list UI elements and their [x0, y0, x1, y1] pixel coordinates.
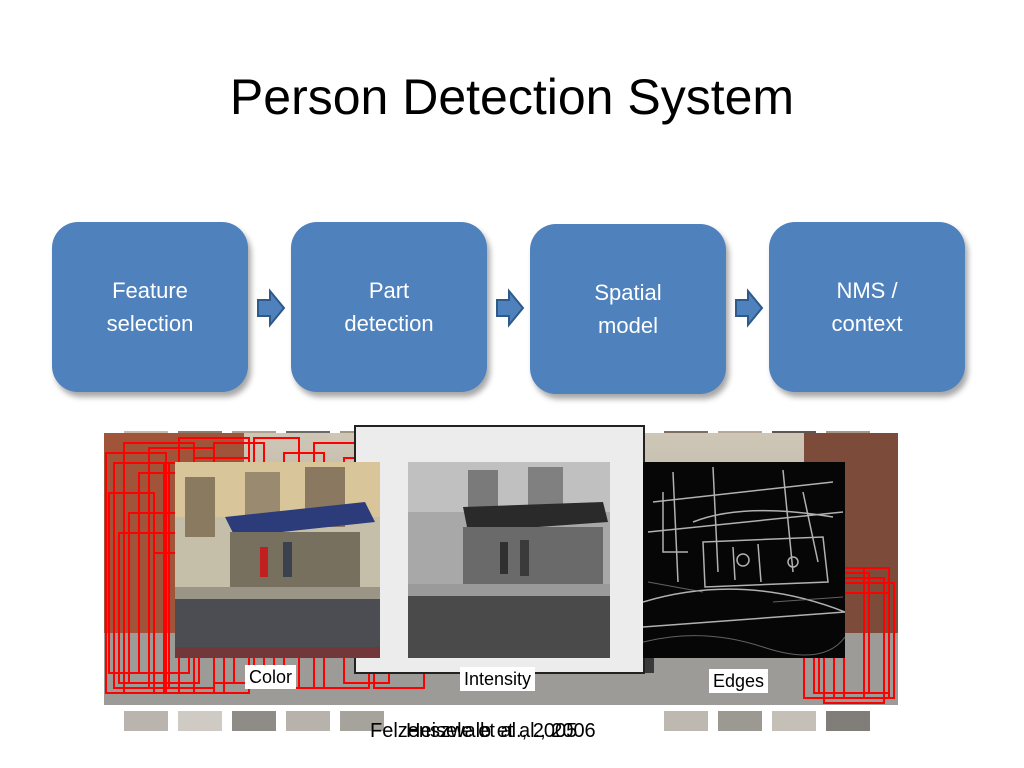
step-label-line1: Feature: [112, 278, 188, 303]
step-feature-selection: Feature selection: [52, 222, 248, 392]
step-label-line2: selection: [106, 311, 194, 336]
step-part-detection: Part detection: [291, 222, 487, 392]
color-feature-image: [175, 462, 380, 658]
step-label-line1: Part: [368, 278, 410, 303]
step-spatial-model: Spatial model: [530, 224, 726, 394]
citation-felzenszwalb: Felzenszwalb et al., 2006: [370, 720, 596, 742]
edges-feature-image: [643, 462, 845, 658]
right-arrow-icon: [257, 288, 286, 328]
step-label-line2: model: [598, 313, 658, 338]
citation-heisele: Heisele et al., 2005: [406, 720, 578, 742]
step-nms-context: NMS / context: [769, 222, 965, 392]
step-label-line1: NMS /: [836, 278, 898, 303]
color-label: Color: [245, 665, 297, 689]
step-label-line2: detection: [344, 311, 434, 336]
slide-title: Person Detection System: [229, 69, 795, 125]
step-label-line2: context: [831, 311, 903, 336]
intensity-label: Intensity: [460, 667, 536, 691]
intensity-feature-image: [408, 462, 610, 658]
step-label-line1: Spatial: [594, 280, 662, 305]
edges-label: Edges: [709, 669, 769, 693]
thumbnail-strip-bottom: [104, 711, 898, 731]
right-arrow-icon: [496, 288, 525, 328]
right-arrow-icon: [735, 288, 764, 328]
